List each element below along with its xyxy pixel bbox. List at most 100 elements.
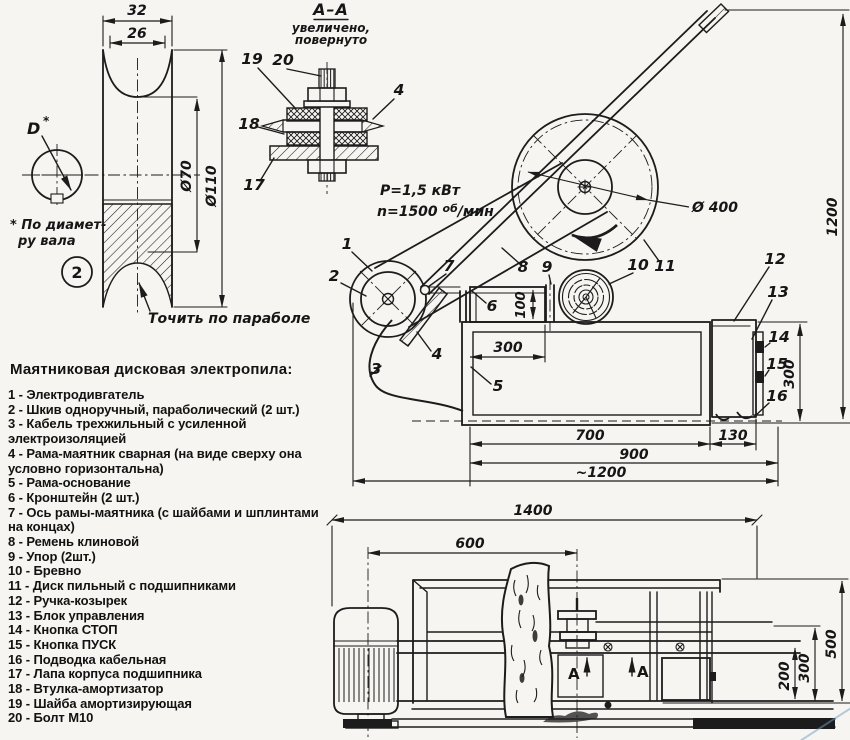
bolt-shank [319, 103, 335, 163]
parts-list-item: 10 - Бревно [8, 563, 82, 579]
bracket [469, 286, 546, 323]
parts-list-item: 9 - Упор (2шт.) [8, 548, 96, 564]
dim-200-label: 200 [777, 661, 793, 690]
section-subtitle-1: увеличено, [292, 21, 370, 35]
section-aa-view: А–А увеличено, повернуто 19 20 4 18 1 [238, 0, 404, 194]
callout-14: 14 [768, 328, 790, 346]
parts-list-item: 8 - Ремень клиновой [8, 534, 140, 550]
side-view: Ø 400 100 300 [329, 3, 850, 487]
base-frame-inner [472, 331, 702, 416]
callout-7: 7 [444, 257, 455, 275]
pendulum-bar-front [396, 640, 801, 654]
callout-13: 13 [767, 283, 789, 301]
pulley-hub-hatched [102, 203, 173, 308]
pendulum-axis [419, 284, 431, 296]
dim-100-label: 100 [514, 291, 529, 318]
right-foot-bar [693, 718, 835, 729]
callout-4-section: 4 [393, 81, 405, 99]
control-box-front [661, 657, 711, 701]
callout-4: 4 [431, 345, 443, 363]
v-belt [374, 162, 608, 328]
dim-26-label: 26 [127, 26, 147, 42]
scan-scratch [799, 707, 850, 740]
dim-1200-approx-label: ~1200 [576, 465, 627, 481]
dim-130-label: 130 [718, 428, 747, 444]
log-front [500, 561, 555, 718]
callout-5: 5 [493, 377, 504, 395]
blade-arbor [557, 598, 597, 649]
motor-front [333, 607, 399, 729]
start-button [755, 371, 764, 383]
parts-list-item: 3 - Кабель трехжильный с усиленной элект… [8, 416, 247, 447]
callout-12: 12 [764, 250, 786, 268]
section-mark-right: А [637, 663, 649, 681]
rotation-arrow [570, 223, 618, 252]
keyway-notch [50, 193, 64, 204]
dim-900-label: 900 [619, 447, 648, 463]
motor-end-circle [349, 260, 427, 338]
parts-list-title: Маятниковая дисковая электропила: [10, 361, 293, 378]
parts-list-item: 6 - Кронштейн (2 шт.) [8, 489, 140, 505]
lever-grip [697, 3, 730, 34]
frame-plate-right-wedge [361, 119, 386, 133]
callout-15: 15 [766, 355, 788, 373]
power-cable [368, 319, 464, 412]
parts-list-item: 18 - Втулка-амортизатор [8, 681, 164, 697]
parts-list-item: 13 - Блок управления [8, 607, 145, 623]
callout-11: 11 [654, 257, 676, 275]
hex-nut-top [307, 87, 347, 102]
dim-300-front-label: 300 [797, 653, 813, 682]
section-subtitle-2: повернуто [295, 33, 367, 47]
dim-300-side-label: 300 [782, 359, 798, 388]
dim-700-label: 700 [575, 428, 604, 444]
motor-power-label: P=1,5 кВт [380, 183, 461, 199]
left-foot-bar [343, 719, 392, 728]
parts-list-item: 12 - Ручка-козырек [8, 592, 128, 608]
dim-70-label: Ø70 [179, 160, 195, 193]
callout-1: 1 [342, 235, 353, 253]
callout-17: 17 [243, 176, 265, 194]
dim-600-label: 600 [455, 536, 484, 552]
parts-list-item: 2 - Шкив одноручный, параболический (2 ш… [8, 401, 300, 417]
callout-8: 8 [518, 258, 529, 276]
dim-disc-label: Ø 400 [691, 200, 738, 216]
dim-110-label: Ø110 [204, 165, 220, 207]
callout-16: 16 [766, 387, 788, 405]
parts-list-item: 11 - Диск пильный с подшипниками [8, 578, 236, 594]
detail-number: 2 [71, 263, 82, 282]
base-frame-outer [461, 321, 711, 426]
detail-number-circle [61, 256, 93, 288]
top-washer [303, 100, 351, 108]
callout-18: 18 [238, 115, 260, 133]
parts-list-item: 17 - Лапа корпуса подшипника [8, 666, 202, 682]
pulley-detail-view: 32 26 Ø70 Ø110 D * * По диамет- ру вала … [10, 3, 310, 327]
parts-list-item: 19 - Шайба амортизирующая [8, 695, 192, 711]
callout-6: 6 [487, 297, 498, 315]
footnote-line2: ру вала [17, 234, 76, 249]
section-title: А–А [311, 0, 349, 19]
footnote-line1: * По диамет- [10, 218, 106, 233]
callout-19: 19 [241, 50, 263, 68]
callout-10: 10 [627, 256, 649, 274]
dim-300-offset-label: 300 [493, 340, 522, 356]
motor-speed-label: n=1500 об/мин [377, 202, 494, 220]
dim-1200-label: 1200 [825, 197, 841, 236]
dim-500-label: 500 [824, 629, 840, 658]
section-mark-left: А [568, 665, 580, 683]
sawdust-patch [543, 711, 598, 723]
parts-list-item: 5 - Рама-основание [8, 475, 131, 491]
front-view: 1400 600 [326, 503, 850, 740]
bolt-thread-top [318, 68, 336, 89]
hex-nut-bottom [307, 159, 347, 174]
log-end-view [558, 269, 614, 325]
shaft-diameter-label: D [27, 119, 41, 138]
parts-list: Маятниковая дисковая электропила: 1 - Эл… [8, 361, 332, 726]
frame-plate-left-wedge [259, 119, 284, 133]
parts-list-item: 4 - Рама-маятник сварная (на виде сверху… [8, 445, 302, 476]
callout-20: 20 [272, 51, 294, 69]
button-nub [710, 672, 716, 681]
parts-list-item: 14 - Кнопка СТОП [8, 622, 118, 638]
parts-list-item: 1 - Электродивгатель [8, 387, 145, 402]
